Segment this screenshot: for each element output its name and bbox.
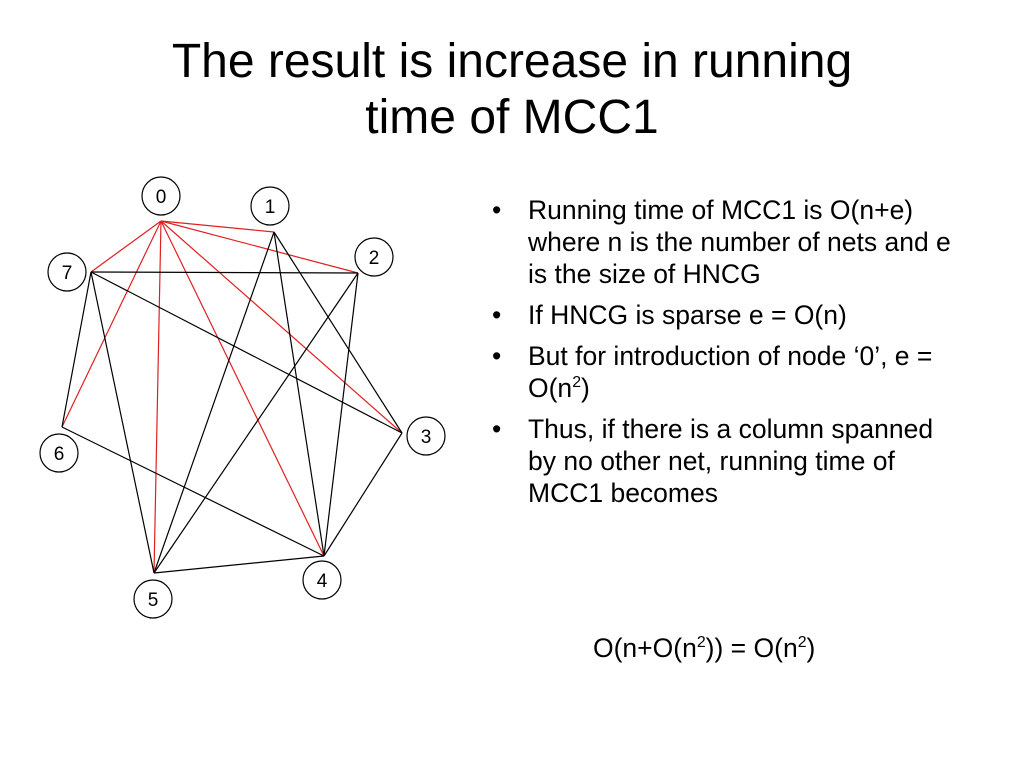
node-circle <box>141 176 181 216</box>
node-label: 3 <box>421 427 432 448</box>
bullet-list: Running time of MCC1 is O(n+e) where n i… <box>492 194 962 518</box>
bullet-item-4: Thus, if there is a column spanned by no… <box>492 413 962 509</box>
node-circle <box>47 252 87 292</box>
node-4: 4 <box>302 560 342 600</box>
edge-2-4 <box>323 272 359 557</box>
edge-0-5 <box>153 220 162 574</box>
node-label: 7 <box>62 263 73 284</box>
node-circle <box>302 560 342 600</box>
node-5: 5 <box>133 579 173 619</box>
node-7: 7 <box>47 252 87 292</box>
edge-0-4 <box>160 220 325 557</box>
superscript: 2 <box>797 634 807 652</box>
edge-0-6 <box>61 220 162 428</box>
graph-nodes: 0 1 2 3 4 5 6 7 <box>39 176 446 619</box>
edge-7-2 <box>90 271 359 274</box>
bullet-item-1: Running time of MCC1 is O(n+e) where n i… <box>492 194 962 290</box>
title-line-2: time of MCC1 <box>365 91 659 144</box>
edge-0-2 <box>160 220 359 274</box>
edge-7-5 <box>90 271 155 574</box>
node-label: 0 <box>156 187 167 208</box>
node-2: 2 <box>354 237 394 277</box>
edge-0-1 <box>160 220 275 233</box>
node-label: 4 <box>317 571 328 592</box>
edge-1-3 <box>273 231 403 434</box>
edge-0-3 <box>160 220 403 434</box>
node-label: 2 <box>369 248 380 269</box>
node-circle <box>250 186 290 226</box>
edge-6-4 <box>61 426 325 557</box>
node-1: 1 <box>250 186 290 226</box>
node-label: 1 <box>265 197 276 218</box>
edge-2-5 <box>153 272 359 574</box>
superscript: 2 <box>696 634 706 652</box>
edge-1-5 <box>153 231 275 574</box>
title-line-1: The result is increase in running <box>171 35 853 88</box>
node-label: 5 <box>148 590 159 611</box>
edge-7-3 <box>90 271 403 434</box>
edge-1-4 <box>273 231 325 557</box>
superscript: 2 <box>572 374 582 392</box>
node-3: 3 <box>406 416 446 456</box>
edge-0-7 <box>90 220 162 273</box>
formula: O(n+O(n2)) = O(n2) <box>593 633 816 663</box>
node-circle <box>39 433 79 473</box>
node-label: 6 <box>54 444 65 465</box>
graph-diagram: 0 1 2 3 4 5 6 7 <box>39 176 446 619</box>
node-circle <box>354 237 394 277</box>
node-circle <box>133 579 173 619</box>
node-0: 0 <box>141 176 181 216</box>
graph-edges <box>61 220 403 574</box>
node-6: 6 <box>39 433 79 473</box>
edge-7-6 <box>61 271 92 428</box>
slide-title: The result is increase in running time o… <box>60 34 964 146</box>
edge-3-4 <box>323 432 403 557</box>
bullet-item-3: But for introduction of node ‘0’, e = O(… <box>492 340 962 404</box>
edge-5-4 <box>153 555 325 574</box>
bullet-item-2: If HNCG is sparse e = O(n) <box>492 299 962 331</box>
node-circle <box>406 416 446 456</box>
